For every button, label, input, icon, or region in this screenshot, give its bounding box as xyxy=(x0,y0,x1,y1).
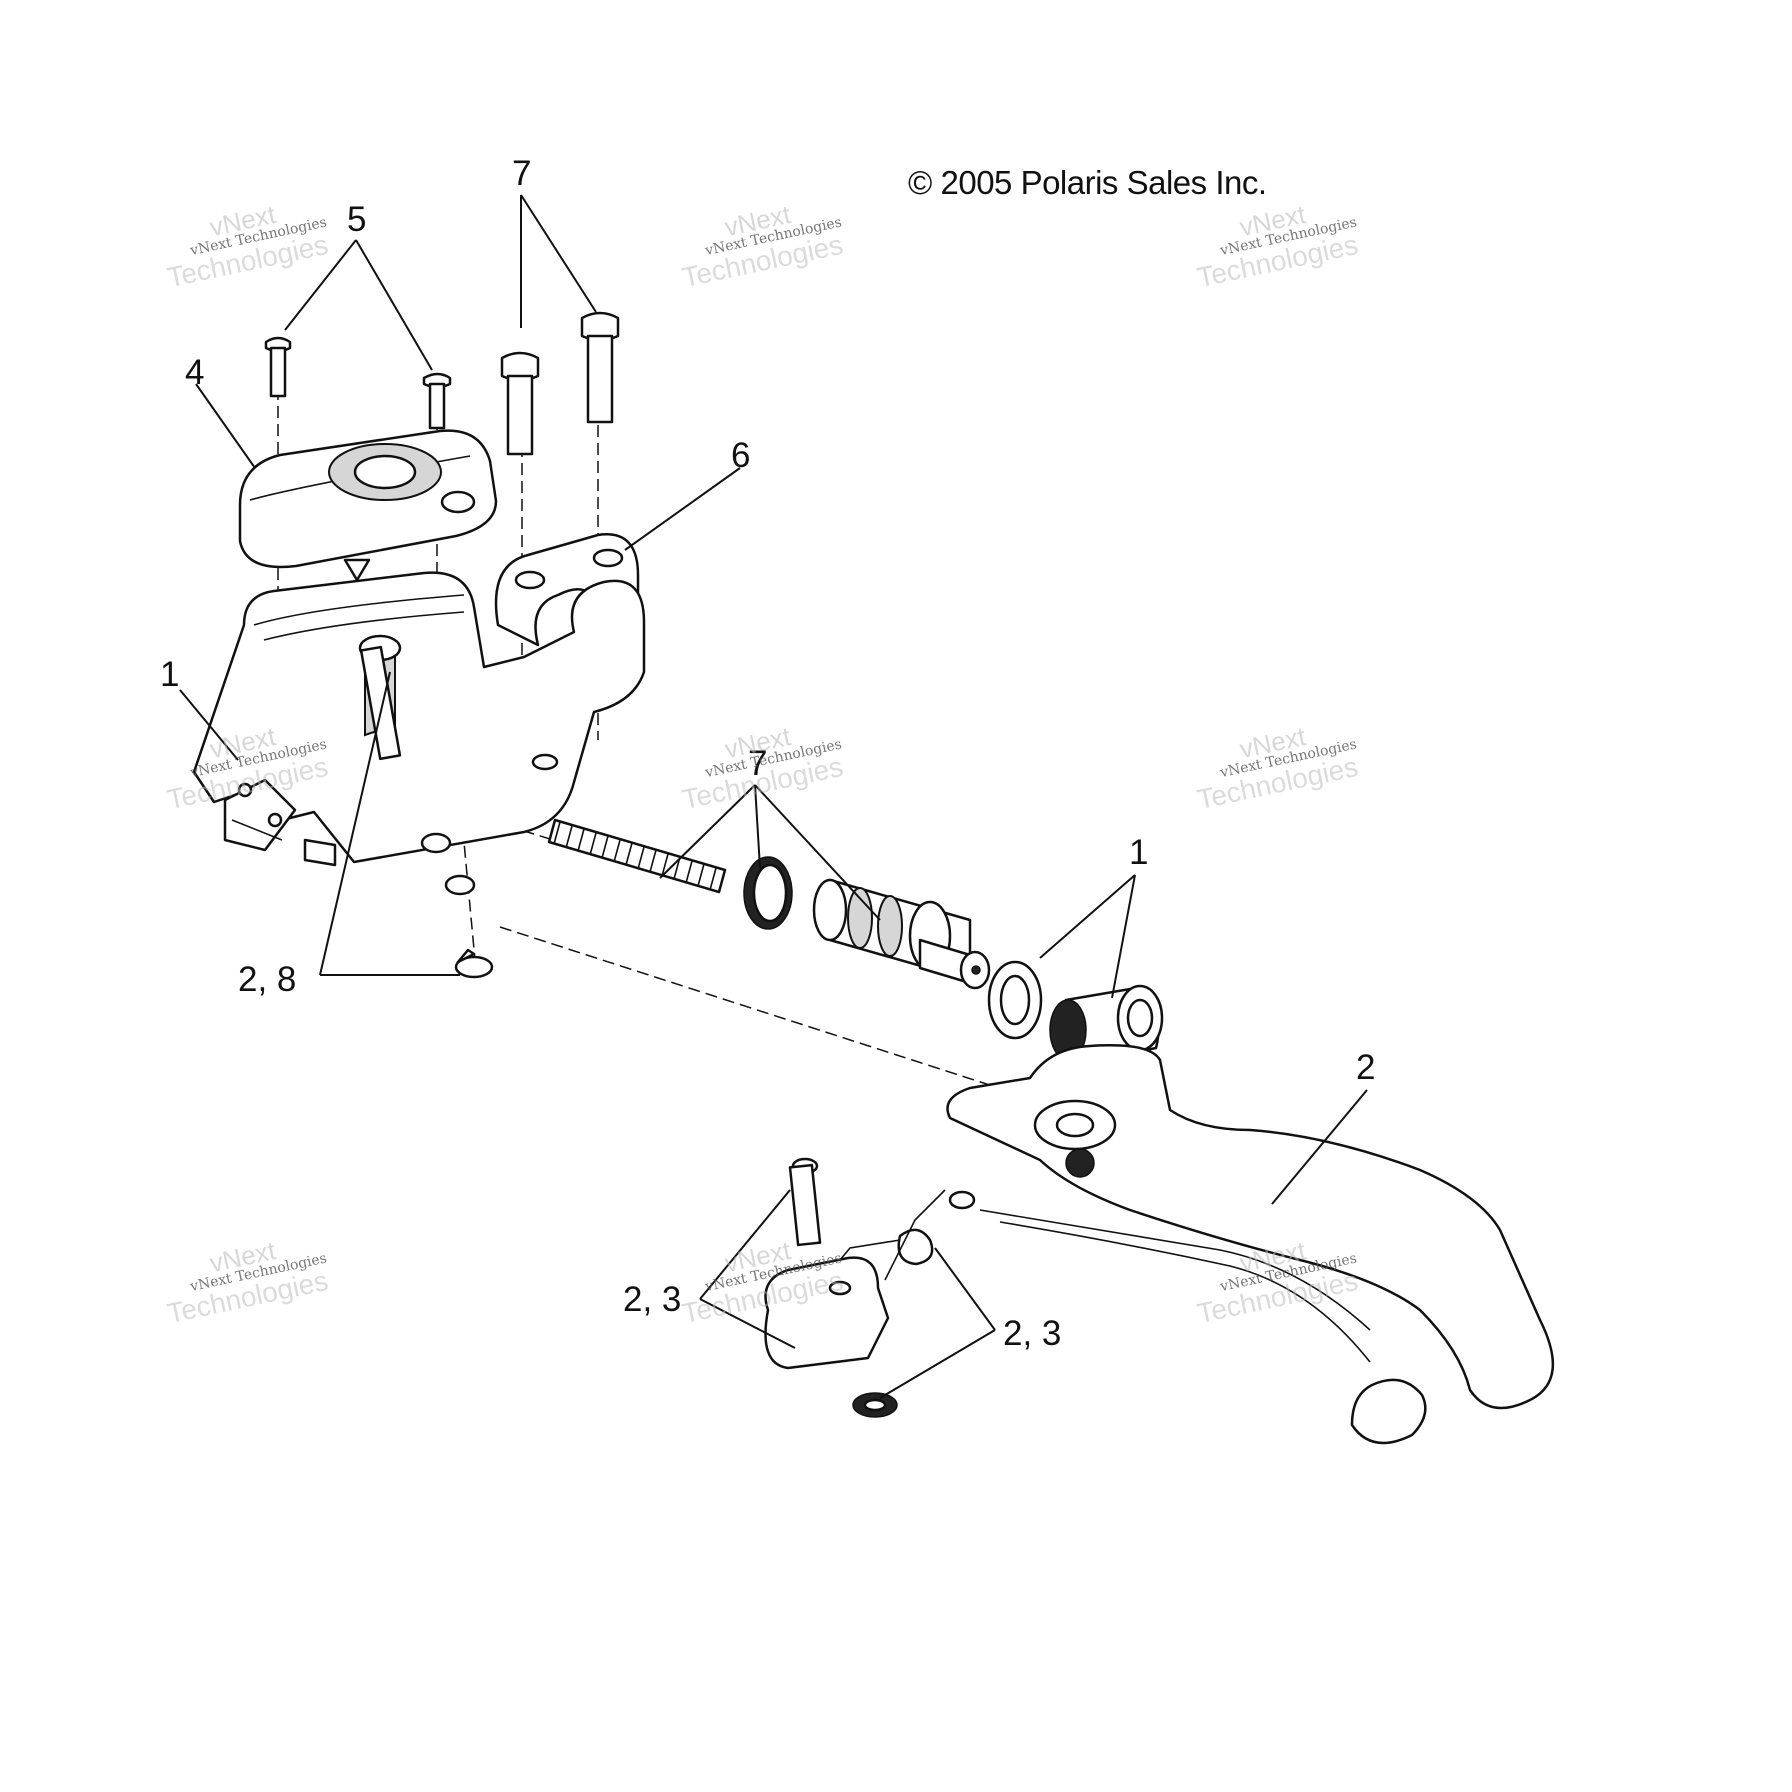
callout-2-8: 2, 8 xyxy=(238,960,297,999)
callout-1-left: 1 xyxy=(160,655,180,694)
callout-7-mid: 7 xyxy=(748,744,768,783)
bolt-right-7 xyxy=(580,311,620,424)
lever-return-spring xyxy=(839,1228,934,1266)
callout-1-right: 1 xyxy=(1129,833,1149,872)
callout-6: 6 xyxy=(731,436,751,475)
retaining-clip-upper xyxy=(454,948,494,979)
bolt-left-7 xyxy=(500,351,540,456)
reach-adjuster xyxy=(764,1189,946,1370)
callout-2-3-right: 2, 3 xyxy=(1003,1314,1062,1353)
screw-right-5 xyxy=(422,372,452,430)
piston xyxy=(812,878,991,990)
callout-2: 2 xyxy=(1356,1048,1376,1087)
brake-lever xyxy=(946,1044,1555,1445)
dust-boot xyxy=(1049,984,1164,1064)
piston-seal xyxy=(743,856,793,930)
pivot-pin xyxy=(788,1157,822,1247)
callout-5: 5 xyxy=(347,200,367,239)
leader-lines xyxy=(179,194,1368,1399)
callout-7-top: 7 xyxy=(512,154,532,193)
spring xyxy=(547,818,727,894)
copyright-notice: © 2005 Polaris Sales Inc. xyxy=(908,164,1267,201)
retaining-clip-lower xyxy=(852,1392,898,1418)
callout-2-3-left: 2, 3 xyxy=(623,1280,682,1319)
callout-4: 4 xyxy=(185,353,205,392)
washer xyxy=(987,960,1043,1040)
reservoir-cap xyxy=(238,429,498,582)
screw-left-5 xyxy=(264,336,292,398)
master-cylinder-body xyxy=(192,571,646,896)
